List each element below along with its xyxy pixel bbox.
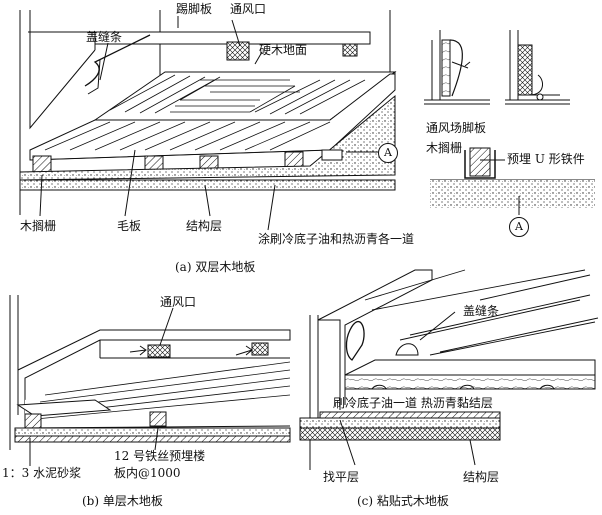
sub-board-label: 毛板 xyxy=(117,219,142,233)
hardwood-floor-label: 硬木地面 xyxy=(259,43,308,57)
structure-layer-label: 结构层 xyxy=(186,219,223,233)
figure-b-drawing xyxy=(9,295,291,466)
wire-label-line2: 板内@1000 xyxy=(114,466,181,480)
section-marker-a: A xyxy=(378,143,398,163)
figure-c-caption: (c) 粘贴式木地板 xyxy=(357,494,449,508)
vent-label-b: 通风口 xyxy=(160,295,197,309)
vent-label: 通风口 xyxy=(230,2,267,16)
figure-b-caption: (b) 单层木地板 xyxy=(82,494,163,508)
figure-a-caption: (a) 双层木地板 xyxy=(175,260,256,274)
kick-board-label: 踢脚板 xyxy=(176,2,213,16)
vent-kick-board-label: 通风场脚板 xyxy=(426,121,487,135)
figure-c-drawing xyxy=(299,269,599,470)
seam-strip-label-c: 盖缝条 xyxy=(463,304,500,318)
adhesive-label: 刷冷底子油一道 热沥青黏结层 xyxy=(333,396,493,410)
seam-strip-label: 盖缝条 xyxy=(86,30,123,44)
structure-layer-label-c: 结构层 xyxy=(463,470,500,484)
detail-a-drawing xyxy=(424,30,595,215)
wire-label-line1: 12 号铁丝预埋楼 xyxy=(114,449,206,463)
joist-label: 木搁栅 xyxy=(20,219,57,233)
coating-label: 涂刷冷底子油和热沥青各一道 xyxy=(258,232,415,246)
leveling-label: 找平层 xyxy=(323,470,360,484)
detail-marker-a: A xyxy=(509,217,529,237)
figure-a-drawing xyxy=(19,10,397,231)
detail-joist-label: 木搁栅 xyxy=(426,141,463,155)
mortar-label: 1：3 水泥砂浆 xyxy=(2,466,82,480)
u-iron-label: 预埋 U 形铁件 xyxy=(507,152,585,166)
